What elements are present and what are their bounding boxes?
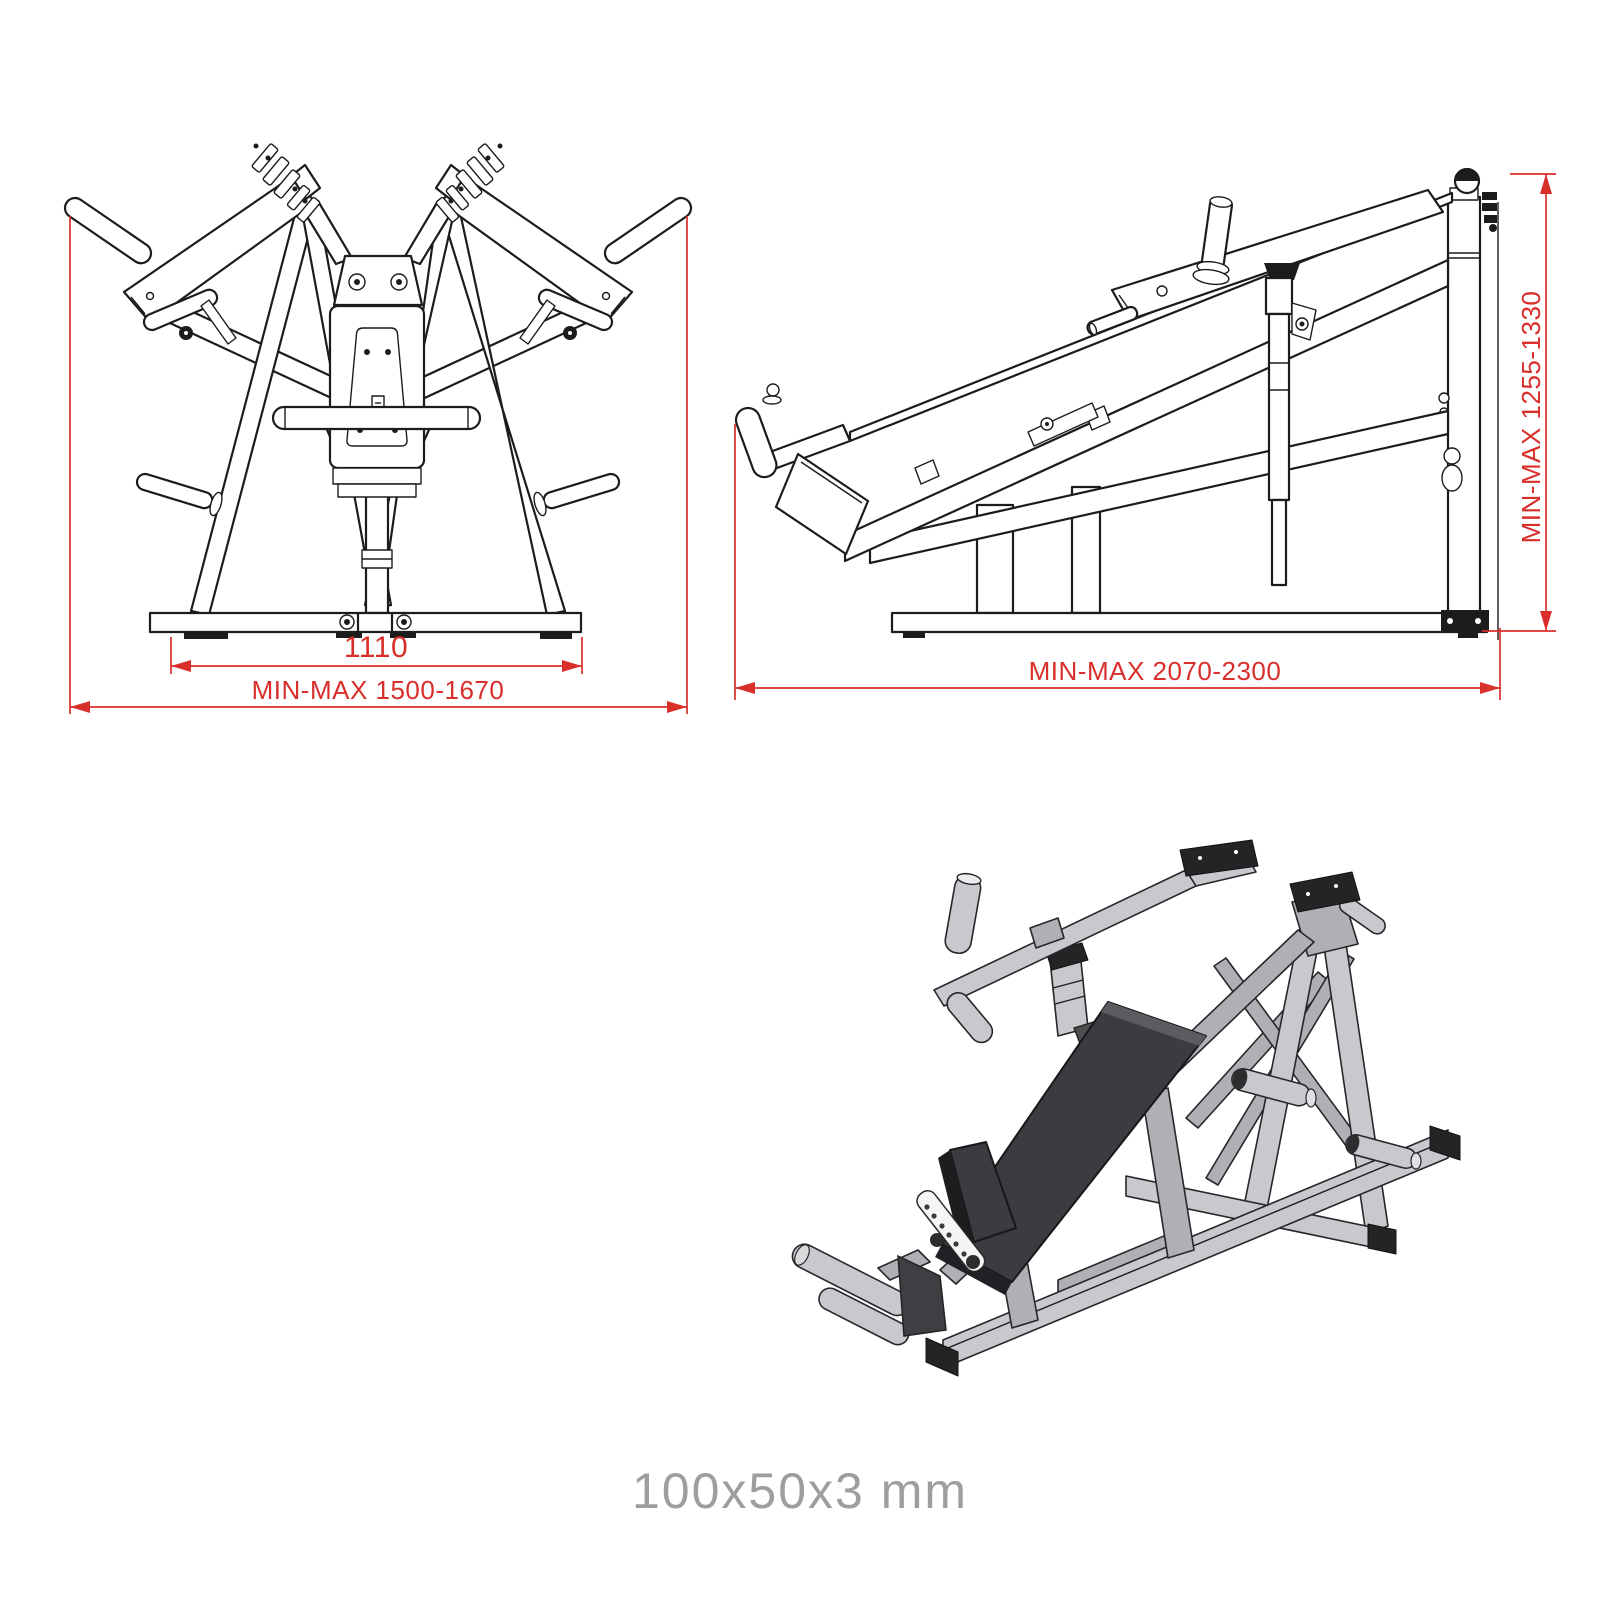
side-seat-bracket [1027, 402, 1099, 447]
side-hook [1441, 447, 1463, 492]
iso-press-arm [933, 839, 1259, 1044]
side-rear-post [1438, 195, 1482, 615]
side-dimensions: MIN-MAX 2070-2300 MIN-MAX 1255-1330 [734, 173, 1556, 700]
iso-weight-pegs [1231, 1067, 1422, 1170]
side-view-drawing: MIN-MAX 2070-2300 MIN-MAX 1255-1330 [734, 167, 1556, 700]
front-weight-pegs [135, 472, 621, 517]
side-seat-post [1264, 263, 1317, 587]
front-inner-width-label: 1110 [344, 631, 408, 664]
side-length-label: MIN-MAX 2070-2300 [1029, 656, 1282, 686]
front-view-drawing: 1110 MIN-MAX 1500-1670 [63, 143, 693, 714]
tube-size-caption: 100x50x3 mm [631, 1463, 969, 1519]
front-right-arm [434, 143, 693, 345]
side-press-arm [1086, 188, 1445, 336]
iso-foot-grips [791, 1243, 947, 1346]
side-frame-beams [843, 191, 1454, 565]
front-base-rail [148, 611, 583, 639]
side-foot-assembly [734, 383, 870, 556]
side-pulley-bracket [1449, 167, 1497, 232]
side-base-rail [890, 610, 1489, 638]
isometric-view-drawing [791, 839, 1461, 1377]
side-height-label: MIN-MAX 1255-1330 [1516, 291, 1546, 544]
iso-bench-pad [935, 1001, 1207, 1295]
front-left-arm [63, 143, 322, 345]
front-roller-bar [271, 405, 482, 431]
front-backrest [328, 304, 426, 498]
front-dimensions: 1110 MIN-MAX 1500-1670 [69, 216, 688, 714]
front-outer-width-label: MIN-MAX 1500-1670 [252, 675, 505, 705]
iso-adjustment-rail [916, 1189, 986, 1273]
iso-base-frame [925, 1125, 1461, 1377]
